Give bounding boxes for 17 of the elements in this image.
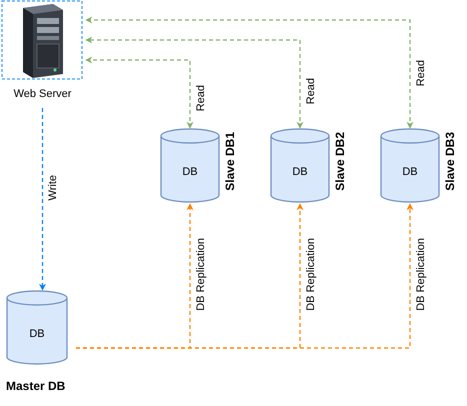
arrow [85,36,304,129]
db-label: DB [28,328,46,341]
node-label: Slave DB1 [224,132,237,191]
edge-label: DB Replication [305,238,318,311]
arrow [39,108,46,291]
node-label: Master DB [6,380,66,393]
db-label: DB [401,166,419,179]
db-label: DB [181,166,199,179]
node-label: Web Server [12,88,72,101]
node-label: Slave DB2 [334,132,347,191]
arrow [76,203,414,349]
node-label: Slave DB3 [444,132,457,191]
edge-label: DB Replication [415,238,428,311]
edge-label: DB Replication [195,238,208,311]
arrow [85,16,414,129]
arrow [85,56,194,129]
db-label: DB [291,166,309,179]
